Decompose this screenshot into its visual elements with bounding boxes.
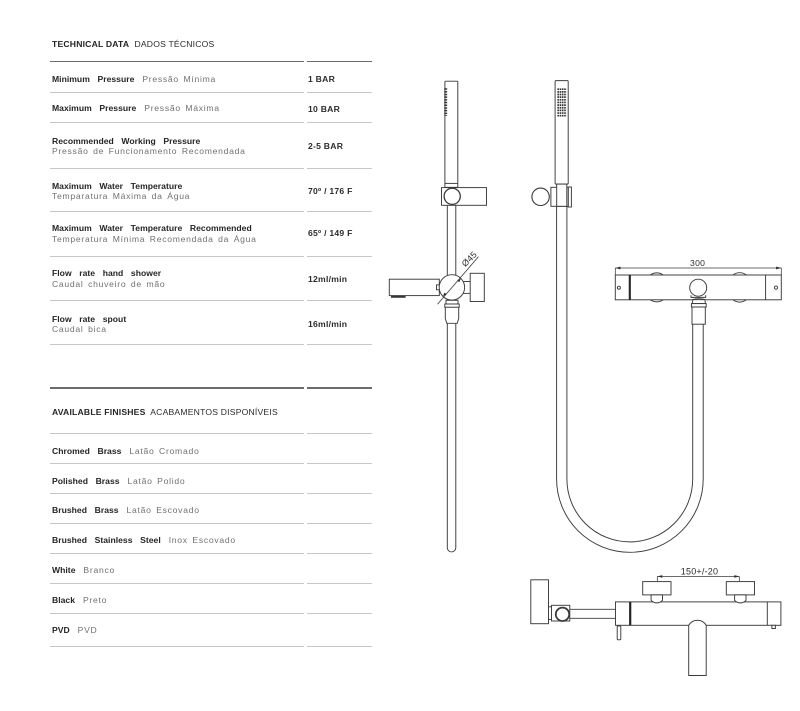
svg-text:300: 300 <box>690 258 705 268</box>
svg-text:Ø45: Ø45 <box>460 249 479 268</box>
svg-text:150+/-20: 150+/-20 <box>681 567 718 577</box>
